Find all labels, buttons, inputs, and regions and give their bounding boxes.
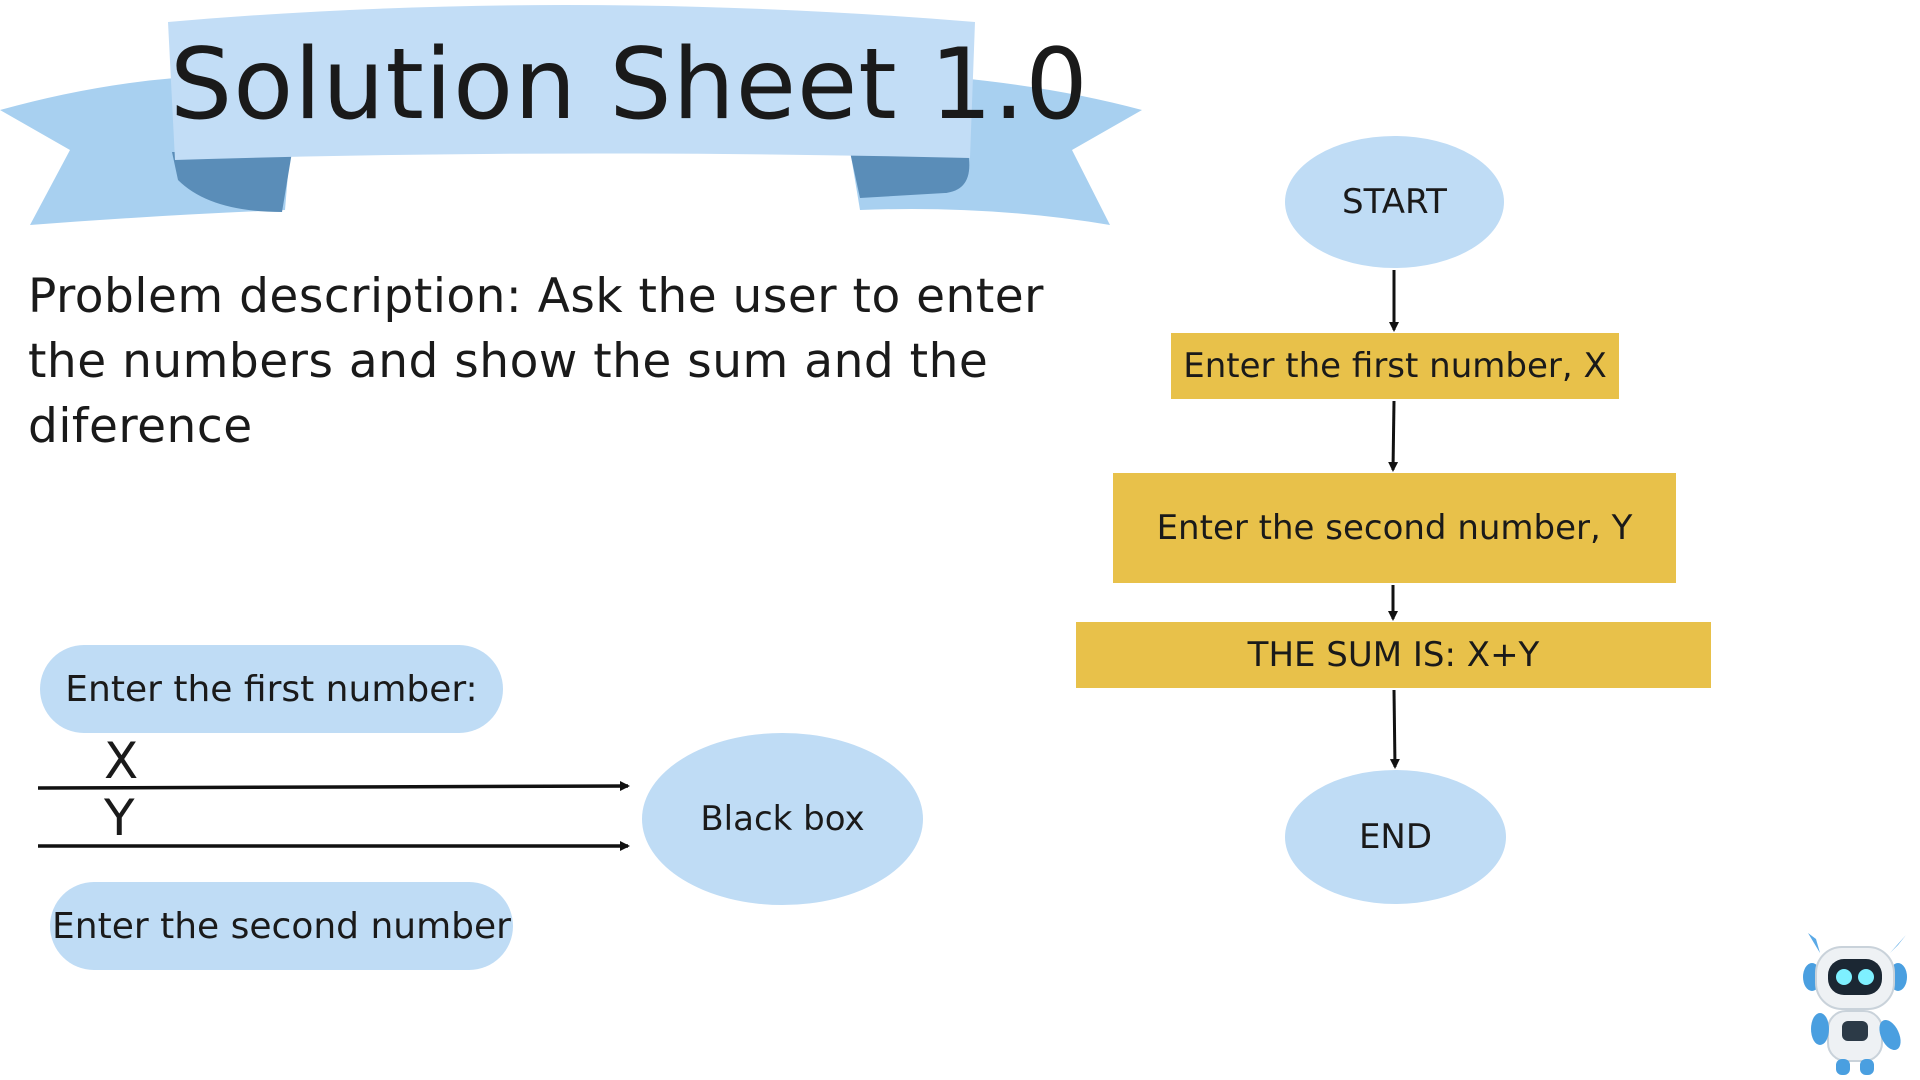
problem-description: Problem description: Ask the user to ent… bbox=[28, 269, 1045, 454]
flow-end-node: END bbox=[1285, 770, 1506, 904]
page-title: Solution Sheet 1.0 bbox=[170, 28, 1089, 142]
connector-sum-to-end bbox=[1389, 689, 1400, 769]
flow-step-second-number: Enter the second number, Y bbox=[1113, 473, 1676, 583]
flow-step-sum: THE SUM IS: X+Y bbox=[1076, 622, 1711, 688]
flow-start-node: START bbox=[1285, 136, 1504, 268]
connector-first-to-second bbox=[1388, 400, 1399, 472]
robot-mascot-icon bbox=[1803, 933, 1907, 1075]
variable-x-label: X bbox=[104, 732, 139, 790]
first-number-input-label: Enter the first number: bbox=[40, 645, 503, 733]
second-number-input-label: Enter the second number bbox=[50, 882, 513, 970]
flow-step-first-number: Enter the first number, X bbox=[1171, 333, 1619, 399]
title-ribbon bbox=[0, 5, 1142, 225]
black-box-node: Black box bbox=[642, 733, 923, 905]
variable-y-label: Y bbox=[104, 789, 135, 847]
